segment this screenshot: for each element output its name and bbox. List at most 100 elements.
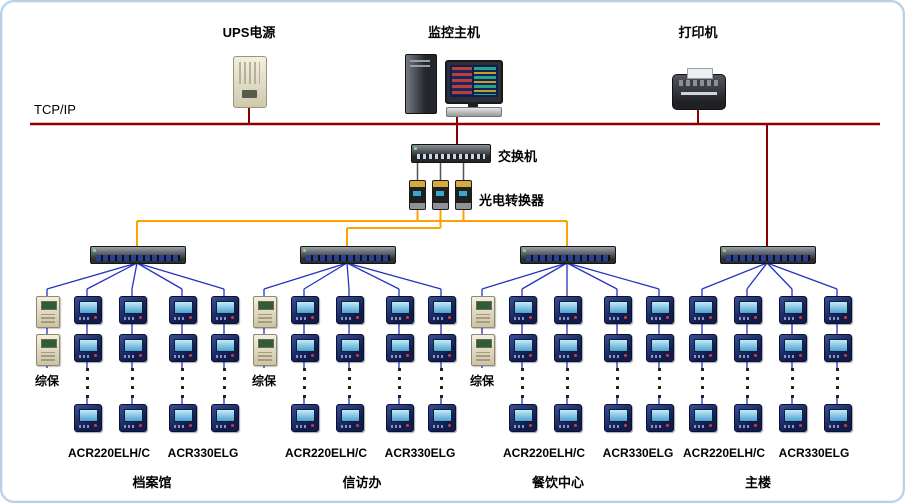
meter-screen xyxy=(433,301,452,314)
meter-screen xyxy=(694,301,713,314)
group-name-label: 餐饮中心 xyxy=(531,475,585,490)
meter-screen xyxy=(391,339,410,352)
meter-led xyxy=(94,316,97,319)
dots xyxy=(657,368,661,398)
dots xyxy=(397,368,401,398)
meter-screen xyxy=(514,339,533,352)
meter-screen xyxy=(694,339,713,352)
meter-led xyxy=(356,354,359,357)
ups-display xyxy=(242,90,257,98)
power-meter-icon xyxy=(509,404,537,432)
switch-label: 交换机 xyxy=(498,149,538,164)
monitoring-host-icon xyxy=(405,48,505,118)
ellipsis-dots xyxy=(655,368,663,398)
relay-buttons xyxy=(41,314,55,323)
meter-screen xyxy=(296,409,315,422)
power-meter-icon xyxy=(336,404,364,432)
power-meter-icon xyxy=(554,334,582,362)
meter-screen xyxy=(79,339,98,352)
meter-screen xyxy=(216,301,235,314)
protection-relay-icon xyxy=(36,334,60,366)
meter-screen xyxy=(784,301,803,314)
meter-led xyxy=(406,316,409,319)
bus-fan-line xyxy=(566,262,618,290)
power-meter-icon xyxy=(291,334,319,362)
meter-led xyxy=(189,316,192,319)
bus-fan-line xyxy=(346,262,400,290)
meter-model-label: ACR330ELG xyxy=(778,446,850,460)
serial-server-icon xyxy=(90,246,186,264)
ellipsis-dots xyxy=(345,368,353,398)
meter-led xyxy=(844,316,847,319)
meter-screen xyxy=(391,409,410,422)
relay-buttons xyxy=(258,352,272,361)
host-tower xyxy=(405,54,437,114)
meter-screen xyxy=(124,301,143,314)
meter-model-label: ACR220ELH/C xyxy=(682,446,766,460)
relay-buttons xyxy=(258,314,272,323)
meter-led xyxy=(448,424,451,427)
meter-led xyxy=(709,316,712,319)
meter-screen xyxy=(391,301,410,314)
ellipsis-dots xyxy=(518,368,526,398)
ups-label: UPS电源 xyxy=(222,25,276,40)
power-meter-icon xyxy=(211,334,239,362)
ellipsis-dots xyxy=(395,368,403,398)
dots xyxy=(130,368,134,398)
group-name-label: 信访办 xyxy=(342,475,382,490)
printer-paper xyxy=(687,68,713,79)
meter-screen xyxy=(651,339,670,352)
meter-led xyxy=(754,316,757,319)
dots xyxy=(85,368,89,398)
power-meter-icon xyxy=(689,296,717,324)
meter-led xyxy=(529,316,532,319)
meter-screen xyxy=(79,409,98,422)
meter-screen xyxy=(829,409,848,422)
meter-led xyxy=(406,354,409,357)
meter-model-label: ACR330ELG xyxy=(384,446,456,460)
zongbao-label: 综保 xyxy=(34,374,60,388)
power-meter-icon xyxy=(74,296,102,324)
host-keyboard xyxy=(446,107,502,117)
tcpip-label: TCP/IP xyxy=(34,102,76,117)
meter-screen xyxy=(829,301,848,314)
meter-led xyxy=(709,424,712,427)
meter-screen xyxy=(514,409,533,422)
power-meter-icon xyxy=(211,404,239,432)
host-monitor-screen xyxy=(450,65,498,97)
power-meter-icon xyxy=(646,334,674,362)
fiber-converter-icon xyxy=(455,180,472,210)
meter-led xyxy=(574,316,577,319)
meter-screen xyxy=(739,409,758,422)
power-meter-icon xyxy=(386,296,414,324)
dots xyxy=(439,368,443,398)
power-meter-icon xyxy=(428,404,456,432)
meter-led xyxy=(624,354,627,357)
zongbao-label: 综保 xyxy=(251,374,277,388)
meter-led xyxy=(574,424,577,427)
ellipsis-dots xyxy=(128,368,136,398)
power-meter-icon xyxy=(554,404,582,432)
switch-icon xyxy=(411,144,491,163)
ellipsis-dots xyxy=(437,368,445,398)
meter-screen xyxy=(433,339,452,352)
dots xyxy=(745,368,749,398)
power-meter-icon xyxy=(119,296,147,324)
meter-screen xyxy=(124,409,143,422)
meter-led xyxy=(231,316,234,319)
meter-model-label: ACR330ELG xyxy=(602,446,674,460)
power-meter-icon xyxy=(604,296,632,324)
power-meter-icon xyxy=(211,296,239,324)
meter-led xyxy=(231,424,234,427)
meter-led xyxy=(799,424,802,427)
meter-screen xyxy=(694,409,713,422)
group-name-label: 主楼 xyxy=(744,475,772,490)
fiber-converter-icon xyxy=(409,180,426,210)
meter-led xyxy=(189,354,192,357)
meter-led xyxy=(406,424,409,427)
meter-screen xyxy=(784,339,803,352)
meter-screen xyxy=(216,409,235,422)
ellipsis-dots xyxy=(698,368,706,398)
power-meter-icon xyxy=(119,404,147,432)
meter-model-label: ACR220ELH/C xyxy=(67,446,151,460)
